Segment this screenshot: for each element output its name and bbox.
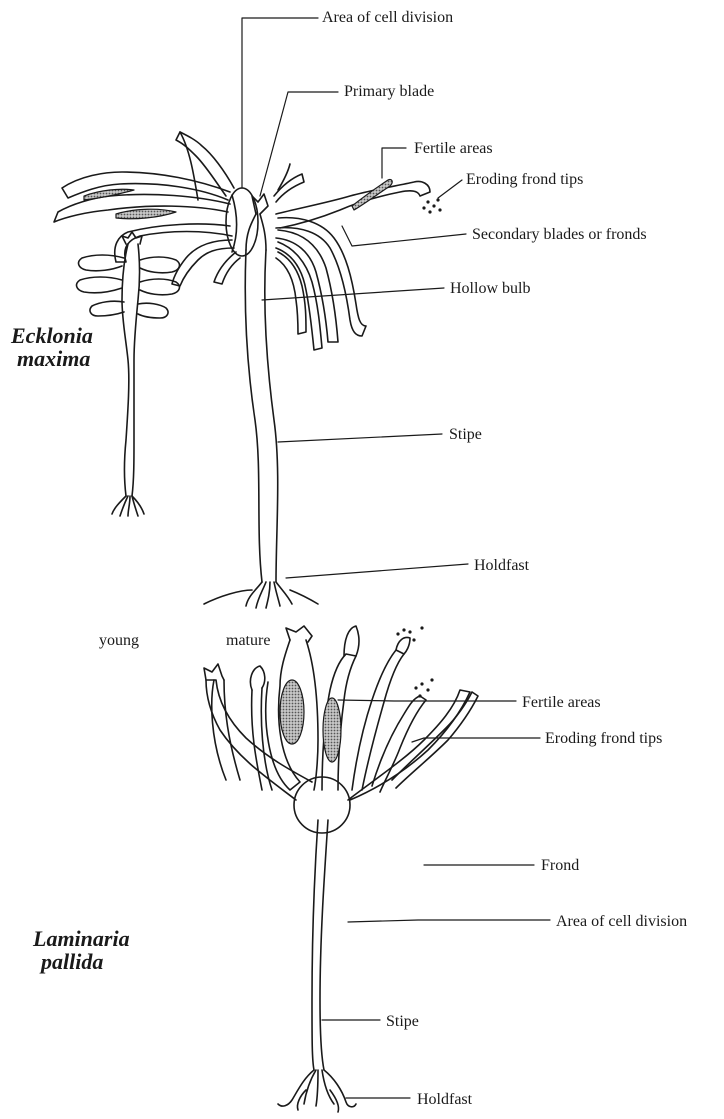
ecklonia-primary-blade bbox=[252, 194, 268, 214]
ecklonia-young-drawing bbox=[77, 232, 180, 516]
label-lam-eroding-tips: Eroding frond tips bbox=[545, 731, 662, 747]
laminaria-frond-2-top bbox=[204, 664, 224, 680]
ecklonia-frond-right-2 bbox=[276, 218, 366, 336]
young-frond-right-2 bbox=[140, 279, 179, 295]
ecklonia-mature-drawing bbox=[54, 132, 442, 608]
leader-stipe bbox=[278, 434, 442, 442]
ecklonia-cell-division-area bbox=[226, 188, 258, 256]
laminaria-frond-3b bbox=[306, 640, 318, 790]
label-mature: mature bbox=[226, 633, 270, 649]
species-name-ecklonia: Ecklonia maxima bbox=[11, 324, 93, 370]
label-area-cell-division: Area of cell division bbox=[322, 10, 453, 26]
leader-secondary-blades bbox=[342, 226, 466, 246]
leader-lam-cell-division bbox=[348, 920, 550, 922]
laminaria-frond-3-top bbox=[286, 626, 312, 642]
ecklonia-stipe bbox=[245, 250, 262, 582]
label-hollow-bulb: Hollow bulb bbox=[450, 281, 530, 297]
young-frond-left-1 bbox=[79, 255, 124, 271]
ecklonia-fertile-area-left-2 bbox=[116, 209, 176, 219]
laminaria-frond-7 bbox=[392, 692, 478, 788]
ecklonia-hollow-bulb bbox=[246, 214, 266, 250]
ecklonia-eroding-tip-dots bbox=[422, 198, 441, 213]
leader-lam-fertile-areas bbox=[338, 700, 516, 701]
label-lam-fertile-areas: Fertile areas bbox=[522, 695, 601, 711]
laminaria-stipe bbox=[312, 820, 318, 1070]
laminaria-eroding-tip-dots bbox=[396, 626, 433, 697]
species-name-laminaria: Laminaria pallida bbox=[33, 927, 130, 973]
label-eroding-tips: Eroding frond tips bbox=[466, 172, 583, 188]
leader-holdfast bbox=[286, 564, 468, 578]
laminaria-frond-4-top bbox=[344, 626, 359, 656]
label-primary-blade: Primary blade bbox=[344, 84, 434, 100]
label-young: young bbox=[99, 633, 139, 649]
species-ecklonia-line1: Ecklonia bbox=[11, 324, 93, 347]
ecklonia-frond-right-5 bbox=[276, 252, 306, 334]
laminaria-frond-2b-top bbox=[250, 666, 264, 690]
leader-fertile-areas bbox=[382, 148, 406, 178]
young-frond-right-3 bbox=[138, 303, 168, 318]
label-lam-frond: Frond bbox=[541, 858, 579, 874]
laminaria-fertile-area-2 bbox=[323, 698, 341, 762]
label-secondary-blades: Secondary blades or fronds bbox=[472, 227, 647, 243]
leader-primary-blade bbox=[260, 92, 338, 196]
ecklonia-holdfast bbox=[204, 582, 318, 608]
laminaria-frond-6 bbox=[372, 696, 426, 792]
label-lam-area-cell-division: Area of cell division bbox=[556, 914, 687, 930]
species-ecklonia-line2: maxima bbox=[11, 347, 93, 370]
young-holdfast bbox=[112, 496, 144, 516]
label-stipe: Stipe bbox=[449, 427, 482, 443]
label-fertile-areas: Fertile areas bbox=[414, 141, 493, 157]
label-lam-stipe: Stipe bbox=[386, 1014, 419, 1030]
label-holdfast: Holdfast bbox=[474, 558, 529, 574]
species-laminaria-line2: pallida bbox=[33, 950, 130, 973]
ecklonia-frond-left-5 bbox=[214, 252, 240, 284]
young-frond-left-2 bbox=[77, 277, 122, 293]
leader-area-cell-division bbox=[242, 18, 318, 188]
young-frond-right-1 bbox=[140, 257, 179, 273]
species-laminaria-line1: Laminaria bbox=[33, 927, 130, 950]
ecklonia-frond-left-3 bbox=[115, 224, 232, 262]
label-lam-holdfast: Holdfast bbox=[417, 1092, 472, 1108]
laminaria-fertile-area-1 bbox=[280, 680, 304, 744]
laminaria-holdfast bbox=[278, 1070, 356, 1112]
laminaria-frond-1 bbox=[212, 680, 240, 780]
young-frond-left-3 bbox=[90, 301, 124, 316]
leader-eroding-tips bbox=[438, 180, 462, 198]
laminaria-drawing bbox=[204, 626, 478, 1112]
